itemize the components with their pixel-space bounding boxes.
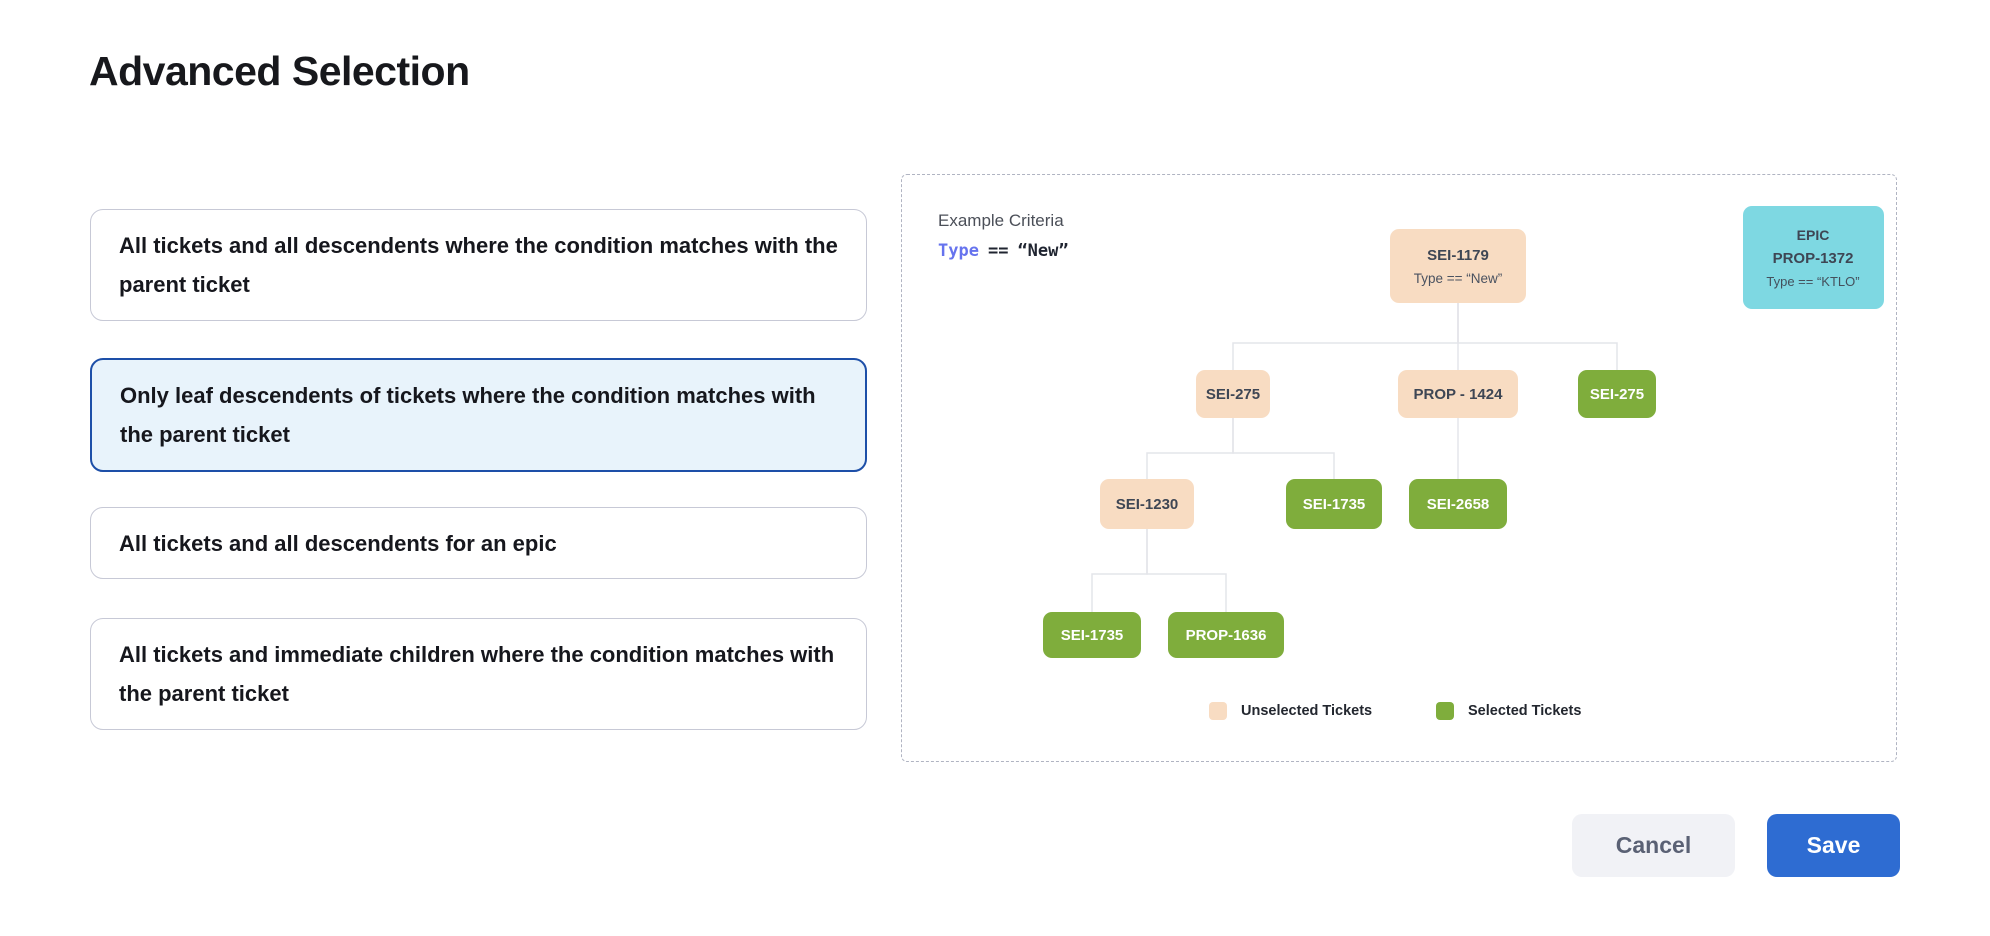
legend-swatch [1209,702,1227,720]
epic-node-line: Type == “KTLO” [1766,273,1860,289]
selection-option-label: All tickets and all descendents for an e… [119,530,557,556]
ticket-node-label: SEI-2658 [1426,495,1490,513]
ticket-node-criteria: Type == “New” [1413,270,1503,286]
selection-option-3[interactable]: All tickets and all descendents for an e… [90,507,867,579]
selection-option-2[interactable]: Only leaf descendents of tickets where t… [90,358,867,472]
selection-option-label: All tickets and all descendents where th… [119,233,838,297]
criteria-operator: == [987,241,1009,261]
ticket-node-label: SEI-275 [1589,385,1645,403]
ticket-node-label: SEI-1735 [1302,495,1366,513]
cancel-button[interactable]: Cancel [1572,814,1735,877]
legend-label: Unselected Tickets [1241,703,1373,719]
ticket-node-label: PROP-1636 [1185,626,1267,644]
ticket-node-label: SEI-1735 [1060,626,1124,644]
legend-label: Selected Tickets [1468,703,1582,719]
save-button[interactable]: Save [1767,814,1900,877]
criteria-value: “New” [1017,241,1069,261]
example-criteria-heading: Example Criteria [938,211,1064,230]
selection-option-label: Only leaf descendents of tickets where t… [120,383,816,447]
ticket-node-prop-1636: PROP-1636 [1168,612,1284,658]
ticket-node-label: SEI-275 [1205,385,1261,403]
ticket-node-label: SEI-1179 [1427,246,1489,264]
ticket-node-prop-1424: PROP - 1424 [1398,370,1518,418]
ticket-node-sei-275: SEI-275 [1578,370,1656,418]
selection-option-label: All tickets and immediate children where… [119,642,835,706]
legend-item: Selected Tickets [1436,702,1581,720]
selection-option-1[interactable]: All tickets and all descendents where th… [90,209,867,321]
page-title: Advanced Selection [89,48,470,94]
ticket-node-label: SEI-1230 [1115,495,1179,513]
ticket-node-sei-2658: SEI-2658 [1409,479,1507,529]
epic-node-line: PROP-1372 [1772,249,1854,267]
ticket-node-sei-1230: SEI-1230 [1100,479,1194,529]
legend-item: Unselected Tickets [1209,702,1372,720]
selection-option-4[interactable]: All tickets and immediate children where… [90,618,867,730]
example-criteria-code: Type == “New” [938,241,1069,261]
epic-node-line: EPIC [1796,226,1830,243]
legend-swatch [1436,702,1454,720]
ticket-node-sei-275: SEI-275 [1196,370,1270,418]
criteria-field: Type [938,241,979,261]
ticket-node-sei-1735: SEI-1735 [1043,612,1141,658]
ticket-node-label: PROP - 1424 [1413,385,1503,403]
ticket-node-sei-1735: SEI-1735 [1286,479,1382,529]
